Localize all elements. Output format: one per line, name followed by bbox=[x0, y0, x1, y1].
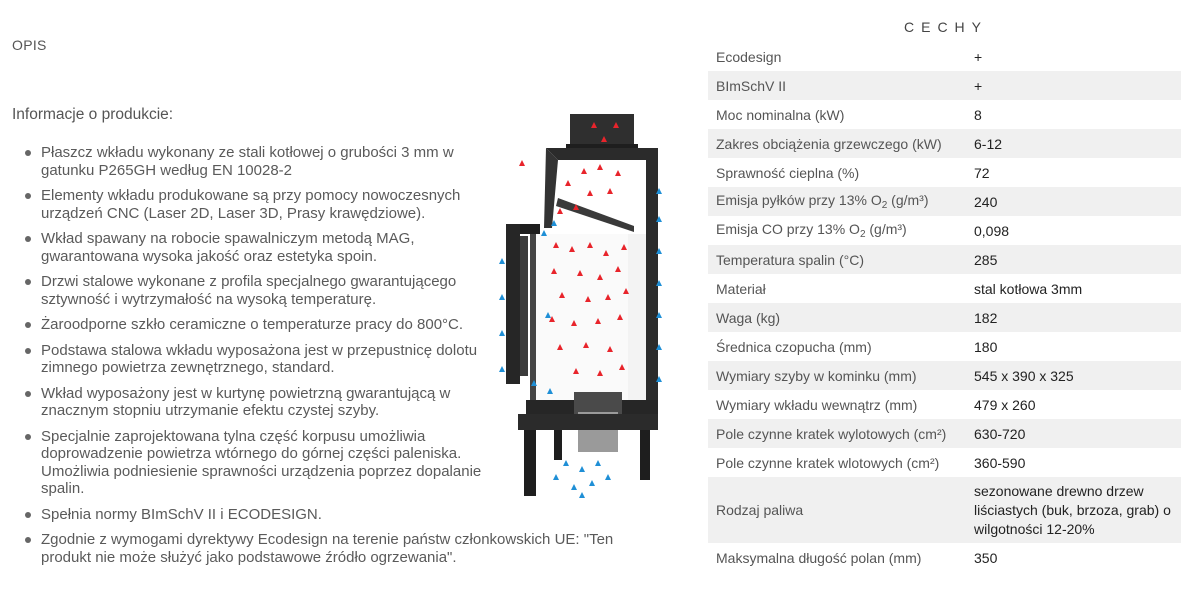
spec-label: Pole czynne kratek wlotowych (cm²) bbox=[716, 454, 940, 471]
feature-bullet-list: Płaszcz wkładu wykonany ze stali kotłowe… bbox=[22, 144, 613, 574]
spec-label: Emisja CO przy 13% O2 (g/m³) bbox=[708, 216, 966, 245]
spec-label: Średnica czopucha (mm) bbox=[716, 338, 872, 355]
spec-value: 240 bbox=[966, 187, 1181, 216]
table-row: Zakres obciążenia grzewczego (kW)6-12 bbox=[708, 129, 1181, 158]
list-item: Płaszcz wkładu wykonany ze stali kotłowe… bbox=[22, 144, 490, 179]
spec-value: 8 bbox=[974, 106, 982, 123]
list-item: Żaroodporne szkło ceramiczne o temperatu… bbox=[22, 316, 490, 334]
spec-label: Temperatura spalin (°C) bbox=[708, 245, 966, 274]
table-row: Temperatura spalin (°C)285 bbox=[708, 245, 1181, 274]
table-row: Moc nominalna (kW) 8 bbox=[708, 100, 1181, 129]
spec-value: 360-590 bbox=[974, 454, 1026, 471]
hot-air-arrows bbox=[519, 122, 629, 376]
table-row: Sprawność cieplna (%) 72 bbox=[708, 158, 1181, 187]
table-row: Emisja pyłków przy 13% O2 (g/m³)240 bbox=[708, 187, 1181, 216]
table-row: Pole czynne kratek wylotowych (cm²)630-7… bbox=[708, 419, 1181, 448]
table-row: Emisja CO przy 13% O2 (g/m³) 0,098 bbox=[708, 216, 1181, 245]
spec-label: Zakres obciążenia grzewczego (kW) bbox=[708, 129, 966, 158]
product-info-intro: Informacje o produkcie: bbox=[12, 106, 174, 123]
list-item: Elementy wkładu produkowane są przy pomo… bbox=[22, 187, 490, 222]
table-row: Maksymalna długość polan (mm) 350 bbox=[708, 543, 1181, 572]
spec-value: sezonowane drewno drzew liściastych (buk… bbox=[966, 477, 1181, 543]
spec-value: 182 bbox=[966, 303, 1181, 332]
table-row: Średnica czopucha (mm) 180 bbox=[708, 332, 1181, 361]
spec-label: Pole czynne kratek wylotowych (cm²) bbox=[708, 419, 966, 448]
spec-value: + bbox=[974, 48, 983, 65]
list-item: Spełnia normy BImSchV II i ECODESIGN. bbox=[22, 506, 490, 524]
list-item: Zgodnie z wymogami dyrektywy Ecodesign n… bbox=[22, 531, 622, 566]
spec-label: Ecodesign bbox=[716, 48, 782, 65]
spec-label: BImSchV II bbox=[708, 71, 966, 100]
description-section: OPIS Informacje o produkcie: Płaszcz wkł… bbox=[12, 37, 662, 574]
table-row: Waga (kg)182 bbox=[708, 303, 1181, 332]
features-heading: CECHY bbox=[904, 19, 989, 35]
table-row: Pole czynne kratek wlotowych (cm²) 360-59… bbox=[708, 448, 1181, 477]
spec-label: Waga (kg) bbox=[708, 303, 966, 332]
spec-value: 350 bbox=[974, 549, 998, 566]
spec-value: 285 bbox=[966, 245, 1181, 274]
spec-label: Sprawność cieplna (%) bbox=[716, 164, 860, 181]
spec-value: 630-720 bbox=[966, 419, 1181, 448]
cold-air-arrows bbox=[499, 188, 662, 498]
table-row: Materiał stal kotłowa 3mm bbox=[708, 274, 1181, 303]
spec-value: 545 x 390 x 325 bbox=[966, 361, 1181, 390]
table-row: Wymiary szyby w kominku (mm)545 x 390 x … bbox=[708, 361, 1181, 390]
spec-label-unit: (g/m³) bbox=[887, 192, 929, 208]
spec-value: stal kotłowa 3mm bbox=[974, 280, 1083, 297]
spec-label-text: Emisja pyłków przy 13% O bbox=[716, 192, 882, 208]
specifications-table: Ecodesign+ BImSchV II+ Moc nominalna (kW… bbox=[708, 42, 1181, 572]
spec-label: Maksymalna długość polan (mm) bbox=[716, 549, 922, 566]
spec-label: Wymiary szyby w kominku (mm) bbox=[708, 361, 966, 390]
spec-label: Wymiary wkładu wewnątrz (mm) bbox=[716, 396, 918, 413]
list-item: Drzwi stalowe wykonane z profila specjal… bbox=[22, 273, 490, 308]
spec-label: Moc nominalna (kW) bbox=[716, 106, 845, 123]
list-item: Wkład wyposażony jest w kurtynę powietrz… bbox=[22, 385, 490, 420]
spec-value: 479 x 260 bbox=[974, 396, 1036, 413]
spec-value: 72 bbox=[974, 164, 990, 181]
spec-label: Materiał bbox=[716, 280, 766, 297]
spec-label-unit: (g/m³) bbox=[865, 221, 907, 237]
table-row: Ecodesign + bbox=[708, 42, 1181, 71]
spec-value: 180 bbox=[974, 338, 998, 355]
spec-label: Rodzaj paliwa bbox=[708, 477, 966, 543]
spec-value: + bbox=[966, 71, 1181, 100]
spec-value: 0,098 bbox=[974, 222, 1010, 239]
fireplace-insert-diagram bbox=[499, 114, 662, 498]
table-row: Wymiary wkładu wewnątrz (mm) 479 x 260 bbox=[708, 390, 1181, 419]
spec-label-text: Emisja CO przy 13% O bbox=[716, 221, 860, 237]
spec-value: 6-12 bbox=[966, 129, 1181, 158]
list-item: Specjalnie zaprojektowana tylna część ko… bbox=[22, 428, 490, 498]
spec-label: Emisja pyłków przy 13% O2 (g/m³) bbox=[708, 187, 966, 216]
list-item: Podstawa stalowa wkładu wyposażona jest … bbox=[22, 342, 490, 377]
description-heading: OPIS bbox=[12, 37, 47, 53]
table-row: BImSchV II+ bbox=[708, 71, 1181, 100]
spec-label-subscript: 2 bbox=[859, 229, 866, 240]
spec-label-subscript: 2 bbox=[881, 200, 888, 211]
list-item: Wkład spawany na robocie spawalniczym me… bbox=[22, 230, 490, 265]
